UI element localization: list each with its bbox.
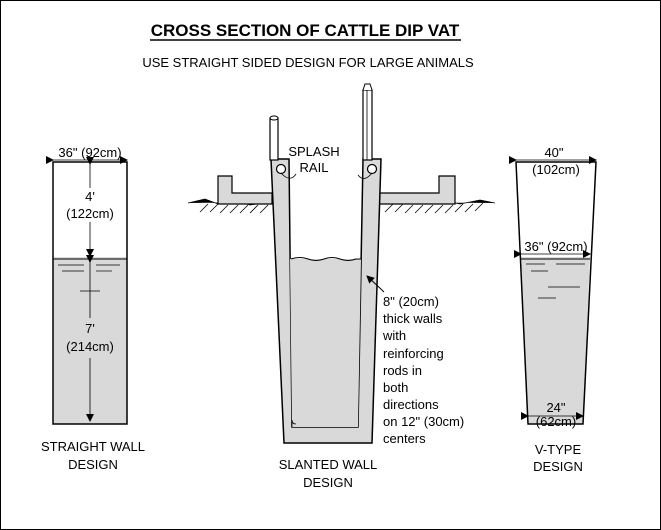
slanted-water-line xyxy=(290,257,361,261)
slanted-liquid xyxy=(290,259,361,427)
splash-label-1: SPLASH xyxy=(288,144,339,159)
splash-label-2: RAIL xyxy=(300,160,329,175)
splash-rail-right xyxy=(366,163,378,175)
wall-note-line: reinforcing xyxy=(383,346,444,361)
v-type-vat xyxy=(509,156,597,425)
straight-wall-vat: 36" (92cm) 4' (122cm) 7' (214cm) xyxy=(46,145,128,425)
wall-note-line: 8" (20cm) xyxy=(383,294,439,309)
slanted-caption-2: DESIGN xyxy=(303,475,353,490)
wall-note-line: directions xyxy=(383,397,439,412)
v-top-label-a: 40" xyxy=(544,145,563,160)
straight-lower-label-a: 7' xyxy=(85,321,95,336)
straight-upper-label-a: 4' xyxy=(85,189,95,204)
v-type-caption-2: DESIGN xyxy=(533,459,583,474)
wall-note-line: rods in xyxy=(383,363,422,378)
right-ledge xyxy=(378,175,456,205)
wall-note-line: with xyxy=(382,328,406,343)
left-ledge xyxy=(217,175,273,205)
v-type-liquid xyxy=(521,257,590,424)
right-post xyxy=(362,89,373,161)
v-type-caption-1: V-TYPE xyxy=(535,442,582,457)
slanted-caption-1: SLANTED WALL xyxy=(279,457,378,472)
straight-upper-label-b: (122cm) xyxy=(66,206,114,221)
splash-rail-left xyxy=(275,163,287,175)
straight-caption-1: STRAIGHT WALL xyxy=(41,439,145,454)
v-top-label-b: (102cm) xyxy=(532,162,580,177)
diagram-title: CROSS SECTION OF CATTLE DIP VAT xyxy=(151,21,460,40)
wall-note-line: both xyxy=(383,380,408,395)
straight-lower-label-b: (214cm) xyxy=(66,339,114,354)
left-post xyxy=(269,117,279,161)
diagram-subtitle: USE STRAIGHT SIDED DESIGN FOR LARGE ANIM… xyxy=(142,55,474,70)
straight-width-label: 36" (92cm) xyxy=(58,145,121,160)
wall-note-arrow xyxy=(366,275,385,293)
v-bottom-label-a: 24" xyxy=(546,400,565,415)
straight-caption-2: DESIGN xyxy=(68,457,118,472)
v-mid-label: 36" (92cm) xyxy=(524,239,587,254)
wall-note-line: thick walls xyxy=(383,311,443,326)
slanted-wall-vat xyxy=(187,83,496,444)
v-bottom-label-b: (62cm) xyxy=(536,414,576,429)
wall-note-line: centers xyxy=(383,431,426,446)
wall-note: 8" (20cm) thick walls with reinforcing r… xyxy=(382,294,464,446)
wall-note-line: on 12" (30cm) xyxy=(383,414,464,429)
